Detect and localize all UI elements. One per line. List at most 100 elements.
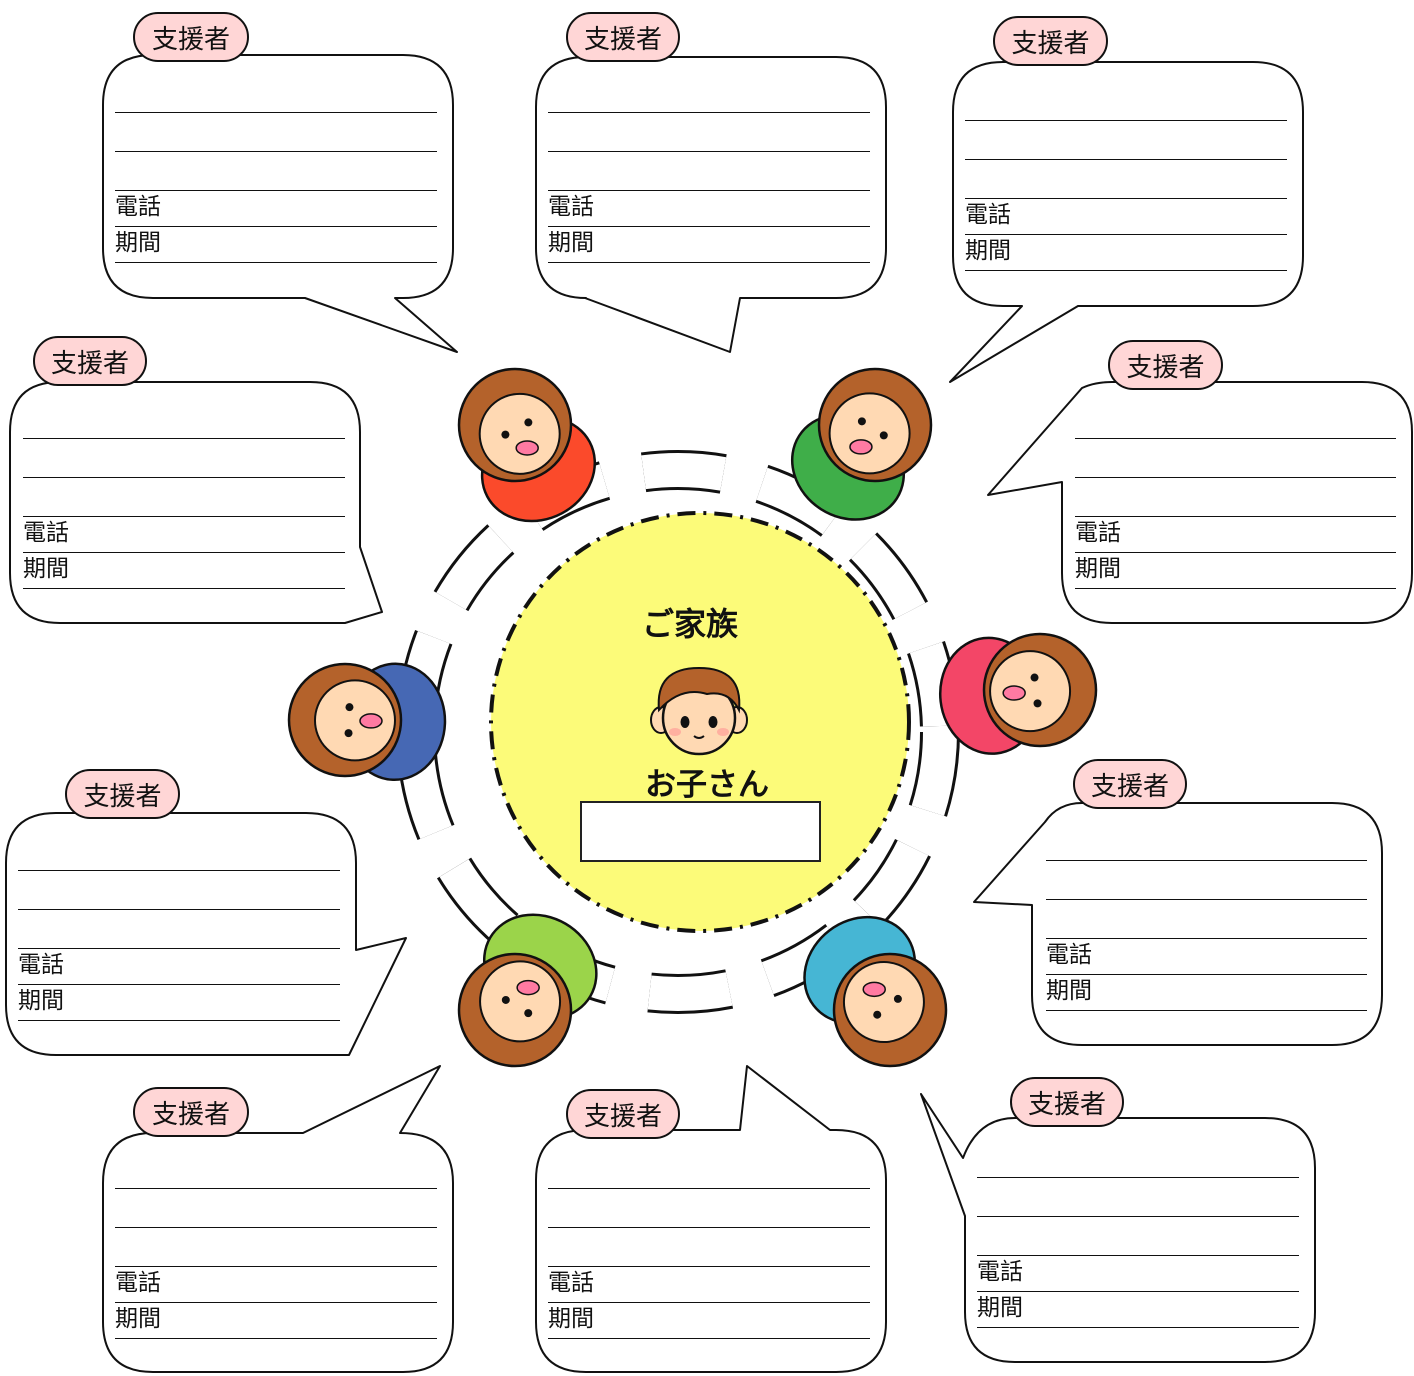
phone-line[interactable] <box>1075 516 1396 517</box>
child-label: お子さん <box>645 767 769 803</box>
underline[interactable] <box>977 1327 1299 1328</box>
phone-label: 電話 <box>1075 520 1121 546</box>
phone-label: 電話 <box>548 1270 594 1296</box>
supporter-name-line[interactable] <box>965 159 1287 160</box>
phone-label: 電話 <box>548 194 594 220</box>
supporter-tag: 支援者 <box>133 12 249 62</box>
holding-hands-ring <box>396 450 960 1014</box>
phone-line[interactable] <box>23 516 345 517</box>
phone-line[interactable] <box>548 190 870 191</box>
period-label: 期間 <box>115 230 161 256</box>
underline[interactable] <box>1075 588 1396 589</box>
phone-label: 電話 <box>115 1270 161 1296</box>
underline[interactable] <box>548 262 870 263</box>
speech-bubble-1 <box>102 54 458 353</box>
supporter-name-line[interactable] <box>115 1227 437 1228</box>
period-line[interactable] <box>1046 974 1367 975</box>
supporter-name-line[interactable] <box>1046 860 1367 861</box>
period-label: 期間 <box>548 230 594 256</box>
supporter-name-line[interactable] <box>977 1216 1299 1217</box>
speech-bubble-10 <box>920 1093 1316 1363</box>
period-label: 期間 <box>548 1306 594 1332</box>
phone-label: 電話 <box>23 520 69 546</box>
underline[interactable] <box>115 1338 437 1339</box>
child-figure <box>938 632 1098 755</box>
underline[interactable] <box>115 262 437 263</box>
period-label: 期間 <box>965 238 1011 264</box>
supporter-name-line[interactable] <box>1046 899 1367 900</box>
supporter-name-line[interactable] <box>23 477 345 478</box>
period-label: 期間 <box>23 556 69 582</box>
supporter-name-line[interactable] <box>115 1188 437 1189</box>
child-figure <box>457 367 597 523</box>
period-line[interactable] <box>23 552 345 553</box>
phone-label: 電話 <box>977 1259 1023 1285</box>
supporter-tag: 支援者 <box>1073 759 1187 809</box>
period-line[interactable] <box>548 1302 870 1303</box>
period-line[interactable] <box>115 226 437 227</box>
period-label: 期間 <box>115 1306 161 1332</box>
underline[interactable] <box>23 588 345 589</box>
speech-bubble-8 <box>102 1065 454 1373</box>
supporter-name-line[interactable] <box>965 120 1287 121</box>
period-label: 期間 <box>977 1295 1023 1321</box>
speech-bubble-7 <box>973 802 1383 1046</box>
period-line[interactable] <box>965 234 1287 235</box>
supporter-name-line[interactable] <box>548 1188 870 1189</box>
speech-bubble-6 <box>5 812 407 1056</box>
supporter-tag: 支援者 <box>566 12 680 62</box>
period-label: 期間 <box>1075 556 1121 582</box>
phone-label: 電話 <box>18 952 64 978</box>
period-line[interactable] <box>115 1302 437 1303</box>
supporter-name-line[interactable] <box>1075 438 1396 439</box>
supporter-name-line[interactable] <box>115 151 437 152</box>
phone-label: 電話 <box>965 202 1011 228</box>
child-name-field[interactable] <box>580 801 821 862</box>
supporter-name-line[interactable] <box>548 1227 870 1228</box>
period-line[interactable] <box>1075 552 1396 553</box>
supporter-name-line[interactable] <box>977 1177 1299 1178</box>
period-label: 期間 <box>1046 978 1092 1004</box>
supporter-tag: 支援者 <box>33 336 147 386</box>
supporter-name-line[interactable] <box>548 112 870 113</box>
supporter-tag: 支援者 <box>133 1087 249 1137</box>
supporter-tag: 支援者 <box>65 769 180 819</box>
supporter-name-line[interactable] <box>18 870 340 871</box>
period-label: 期間 <box>18 988 64 1014</box>
family-label: ご家族 <box>642 605 739 643</box>
supporter-tag: 支援者 <box>566 1089 680 1139</box>
child-figure <box>803 915 948 1068</box>
speech-bubble-3 <box>949 61 1304 383</box>
child-figure <box>457 913 598 1068</box>
child-face-icon <box>650 666 748 756</box>
phone-line[interactable] <box>965 198 1287 199</box>
supporter-tag: 支援者 <box>1108 340 1223 390</box>
supporter-name-line[interactable] <box>18 909 340 910</box>
underline[interactable] <box>1046 1010 1367 1011</box>
phone-line[interactable] <box>977 1255 1299 1256</box>
phone-line[interactable] <box>548 1266 870 1267</box>
underline[interactable] <box>965 270 1287 271</box>
phone-line[interactable] <box>18 948 340 949</box>
supporter-name-line[interactable] <box>548 151 870 152</box>
period-line[interactable] <box>548 226 870 227</box>
phone-line[interactable] <box>115 190 437 191</box>
speech-bubble-5 <box>987 381 1413 624</box>
period-line[interactable] <box>18 984 340 985</box>
speech-bubble-2 <box>535 56 887 353</box>
underline[interactable] <box>18 1020 340 1021</box>
supporter-name-line[interactable] <box>115 112 437 113</box>
supporter-name-line[interactable] <box>23 438 345 439</box>
child-figure <box>287 662 447 782</box>
phone-line[interactable] <box>1046 938 1367 939</box>
supporter-name-line[interactable] <box>1075 477 1396 478</box>
phone-line[interactable] <box>115 1266 437 1267</box>
supporter-tag: 支援者 <box>993 16 1108 66</box>
underline[interactable] <box>548 1338 870 1339</box>
supporter-tag: 支援者 <box>1010 1077 1124 1127</box>
period-line[interactable] <box>977 1291 1299 1292</box>
phone-label: 電話 <box>1046 942 1092 968</box>
child-figure <box>790 367 933 521</box>
